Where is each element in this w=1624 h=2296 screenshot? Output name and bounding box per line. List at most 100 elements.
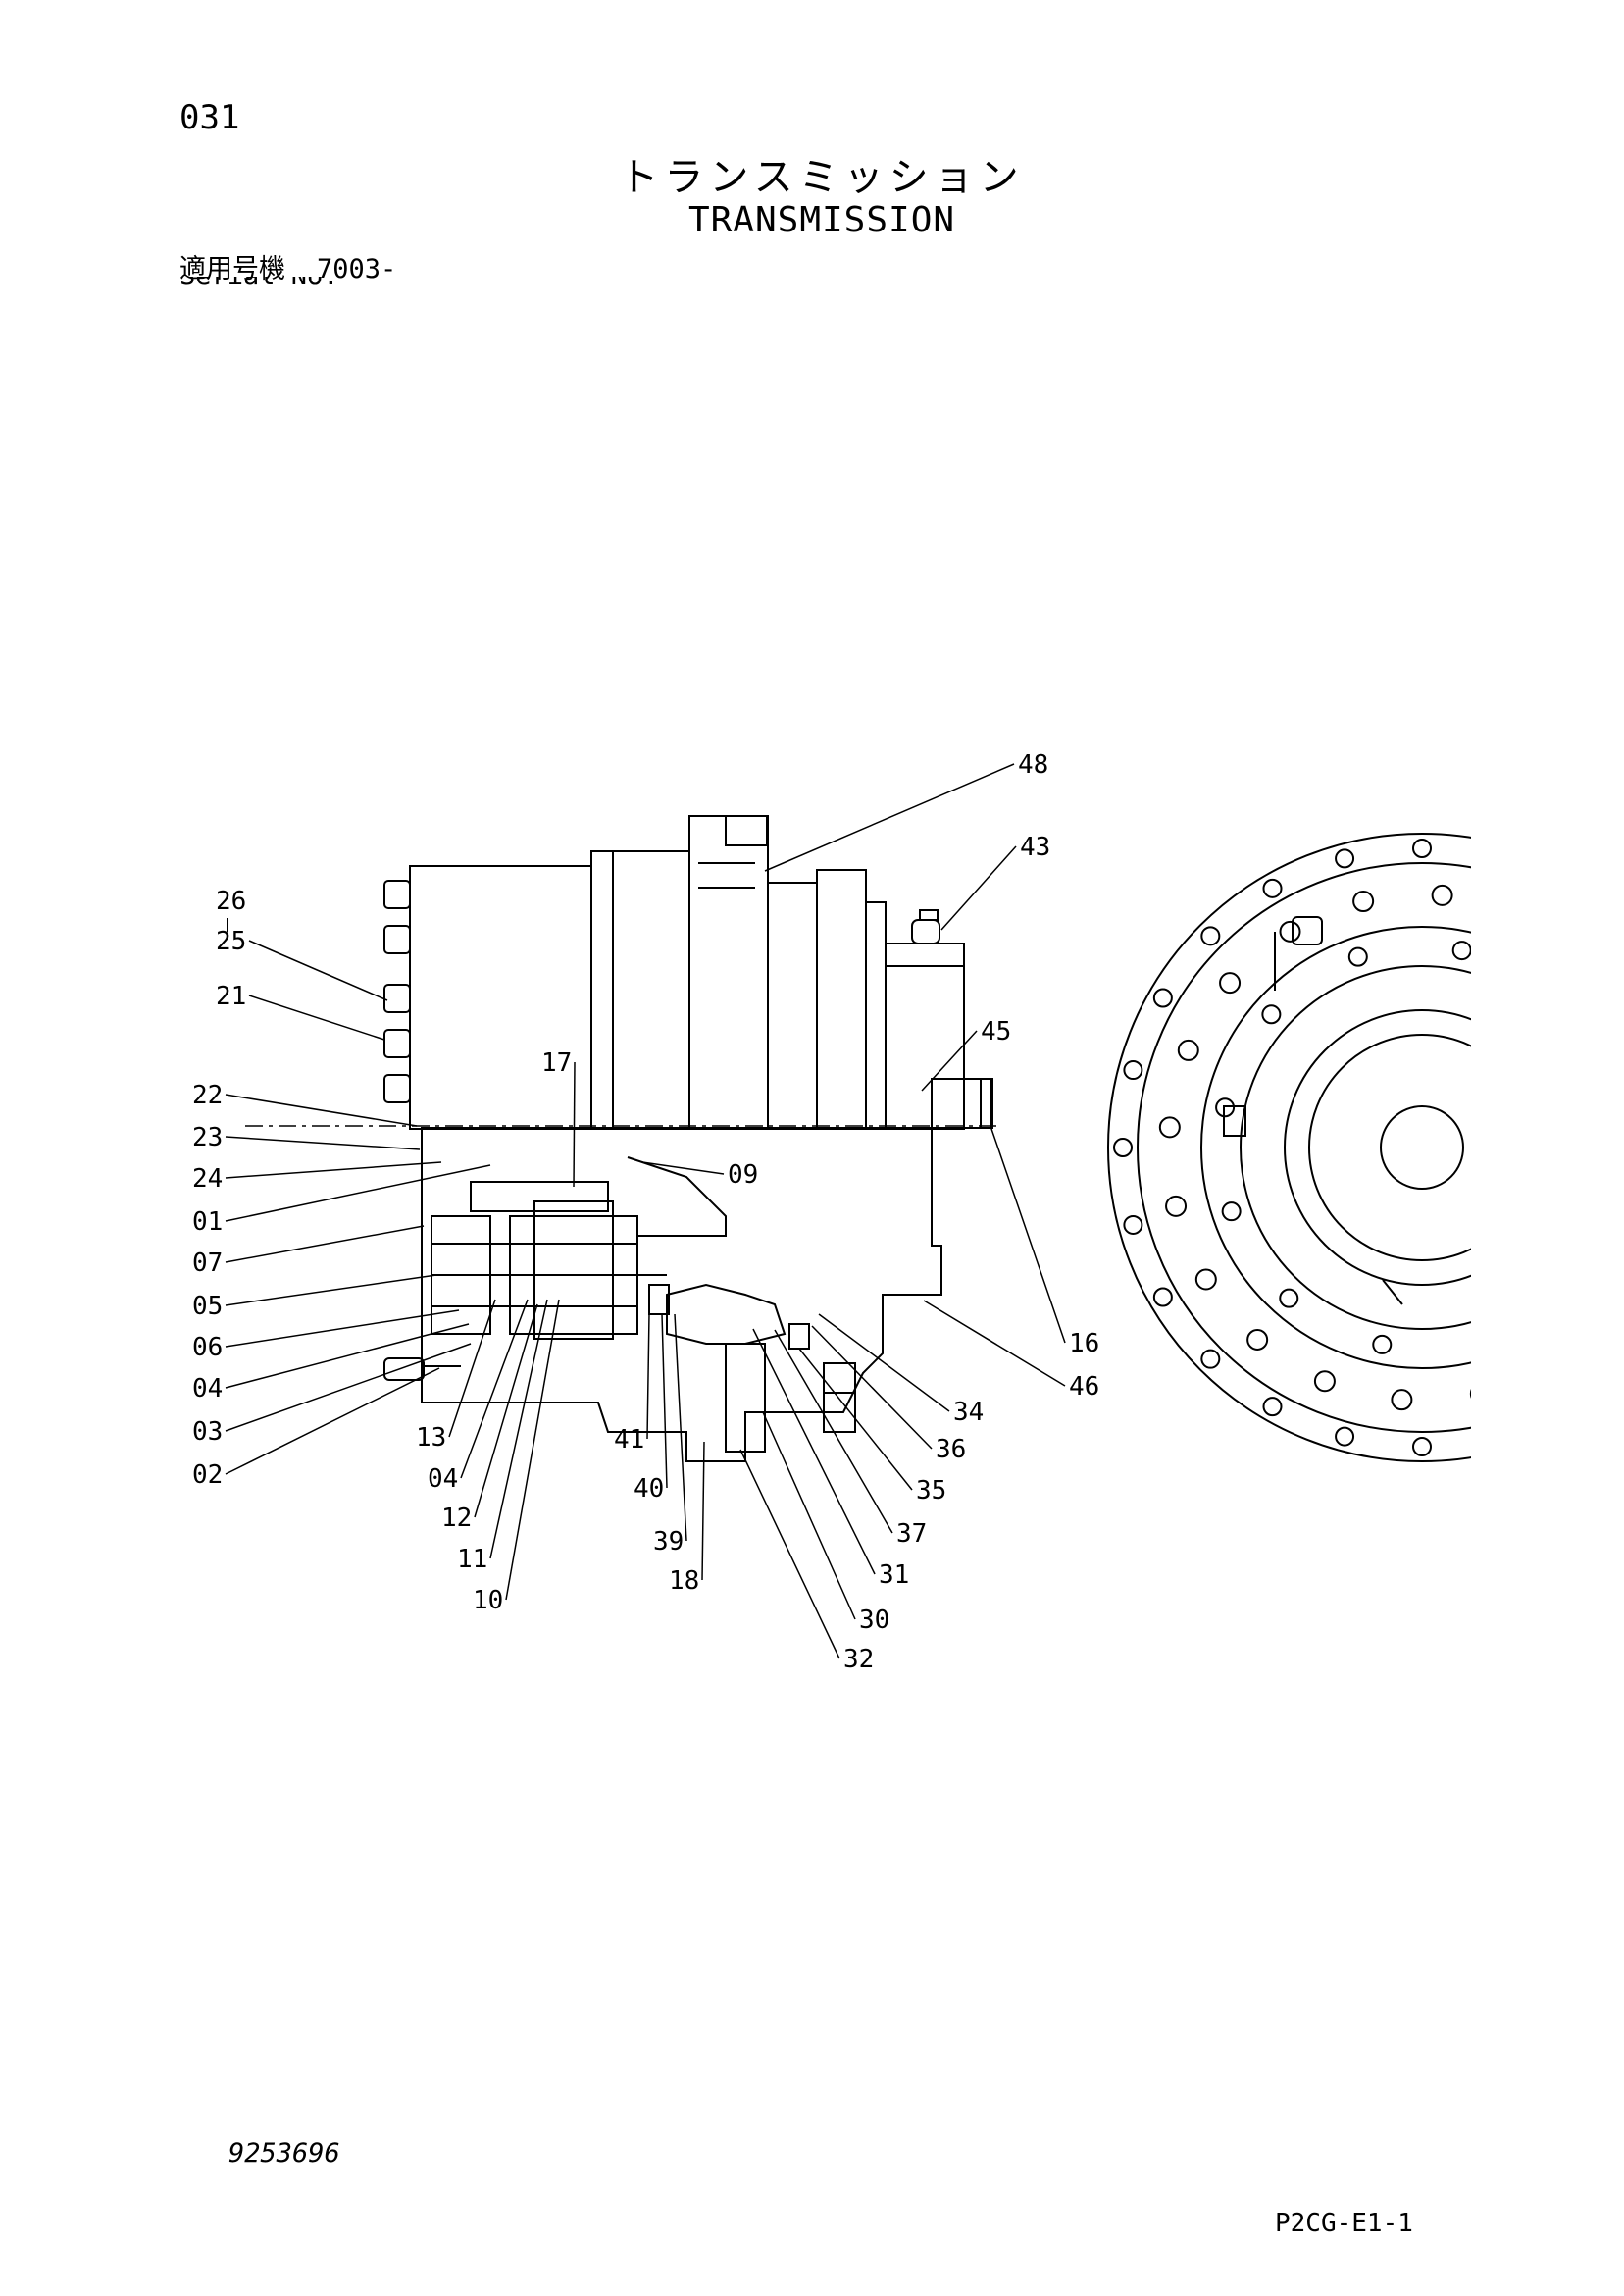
callout-c06: 06 xyxy=(192,1333,223,1362)
callout-c22: 22 xyxy=(192,1081,223,1110)
callout-c01: 01 xyxy=(192,1207,223,1237)
leader-c03 xyxy=(225,1343,472,1432)
inner-bolt-hole xyxy=(1177,1039,1199,1061)
callout-c34: 34 xyxy=(953,1398,984,1427)
pinion xyxy=(666,1283,787,1345)
drawing-lines xyxy=(245,815,1000,1462)
callout-c32: 32 xyxy=(843,1645,874,1674)
leader-c13 xyxy=(448,1299,496,1438)
outer-flange-circle xyxy=(1107,833,1624,1462)
leader-c45 xyxy=(921,1030,978,1092)
leader-c32 xyxy=(739,1449,840,1659)
leader-c30 xyxy=(762,1411,856,1620)
callout-c37: 37 xyxy=(896,1519,927,1549)
outer-bolt-hole xyxy=(1412,839,1432,858)
callout-c25: 25 xyxy=(216,927,246,956)
callout-c18: 18 xyxy=(669,1566,699,1596)
callout-c35: 35 xyxy=(916,1476,946,1505)
outer-bolt-hole xyxy=(1335,848,1355,869)
leader-c09 xyxy=(641,1161,725,1175)
outer-bolt-hole xyxy=(1200,1349,1221,1369)
callout-c23: 23 xyxy=(192,1123,223,1152)
motor-body xyxy=(590,850,690,1130)
leader-c17 xyxy=(573,1061,576,1188)
callout-c07: 07 xyxy=(192,1249,223,1278)
serial-label-english: Serial No. xyxy=(179,277,339,288)
title-english: TRANSMISSION xyxy=(687,200,956,240)
serial-label: 適用号機 xyxy=(179,254,285,284)
inner-bolt-hole xyxy=(1194,1268,1217,1291)
inner-bolt-hole xyxy=(1279,920,1301,943)
leader-c01 xyxy=(225,1164,491,1222)
end-view-crop-mask xyxy=(1471,785,1624,1550)
inner-bolt-hole xyxy=(1219,972,1242,995)
leader-c04a xyxy=(225,1323,470,1389)
page-number: 031 xyxy=(179,98,240,137)
leader-c41 xyxy=(646,1313,650,1440)
pcd-bolt-hole xyxy=(1215,1097,1236,1118)
inner-bolt-hole xyxy=(1246,1328,1269,1351)
inner-bolt-hole xyxy=(1391,1389,1413,1411)
callout-c21: 21 xyxy=(216,982,246,1011)
pcd-bolt-hole xyxy=(1261,1004,1282,1025)
leader-c34 xyxy=(818,1313,950,1412)
callout-c48: 48 xyxy=(1018,750,1048,780)
reduction-housing xyxy=(421,1127,942,1462)
plug-43 xyxy=(911,919,940,944)
inner-bolt-hole xyxy=(1431,884,1453,906)
callout-c36: 36 xyxy=(936,1435,966,1464)
callout-c26: 26 xyxy=(216,887,246,916)
leader-c22 xyxy=(225,1094,418,1127)
callout-c24: 24 xyxy=(192,1164,223,1194)
left-bolts xyxy=(383,880,411,1103)
leader-c39 xyxy=(674,1313,687,1542)
title-japanese: トランスミッション xyxy=(619,155,1025,200)
callout-labels: 4843262521451722230924010705160646340436… xyxy=(192,750,1099,1674)
leader-c31 xyxy=(752,1328,876,1575)
leader-c02 xyxy=(225,1367,440,1475)
sheet-code: P2CG-E1-1 xyxy=(1275,2209,1413,2238)
outer-bolt-hole xyxy=(1262,878,1283,898)
callout-c12: 12 xyxy=(441,1504,472,1533)
inner-bolt-hole xyxy=(1158,1116,1181,1139)
pcd-bolt-hole xyxy=(1451,941,1472,961)
leader-c35 xyxy=(798,1348,913,1491)
leader-c46 xyxy=(923,1300,1066,1387)
leader-c21 xyxy=(248,995,385,1041)
outer-bolt-hole xyxy=(1113,1138,1133,1157)
callout-c03: 03 xyxy=(192,1417,223,1447)
leader-c25 xyxy=(248,940,388,1001)
callout-c41: 41 xyxy=(614,1425,644,1454)
callout-c10: 10 xyxy=(473,1586,503,1615)
callout-c11: 11 xyxy=(457,1545,487,1574)
outer-bolt-hole xyxy=(1335,1426,1355,1447)
callout-leaders xyxy=(225,763,1066,1659)
callout-c39: 39 xyxy=(653,1527,684,1556)
spline-bore xyxy=(1380,1105,1464,1190)
outer-bolt-hole xyxy=(1200,926,1221,946)
leader-c48 xyxy=(764,763,1015,872)
document-number: 9253696 xyxy=(228,2138,340,2168)
valve-block xyxy=(885,943,965,1130)
callout-c16: 16 xyxy=(1069,1329,1099,1358)
pcd-bolt-hole xyxy=(1279,1288,1299,1308)
callout-c30: 30 xyxy=(859,1606,889,1635)
leader-c24 xyxy=(225,1161,442,1179)
pcd-bolt-hole xyxy=(1372,1334,1393,1354)
outer-bolt-hole xyxy=(1412,1437,1432,1456)
inner-bolt-hole xyxy=(1352,891,1375,913)
leader-c11 xyxy=(489,1299,548,1559)
callout-c31: 31 xyxy=(879,1560,909,1590)
leader-c36 xyxy=(811,1325,933,1450)
callout-c17: 17 xyxy=(541,1048,572,1078)
outer-bolt-hole xyxy=(1262,1397,1283,1417)
callout-c40: 40 xyxy=(634,1474,664,1504)
outer-bolt-hole xyxy=(1152,1287,1173,1307)
leader-c06 xyxy=(225,1309,460,1348)
leader-c23 xyxy=(225,1136,421,1150)
outer-bolt-hole xyxy=(1123,1214,1143,1235)
leader-c43 xyxy=(940,845,1017,931)
leader-c04b xyxy=(460,1299,529,1479)
serial-value: 7003- xyxy=(317,254,397,284)
